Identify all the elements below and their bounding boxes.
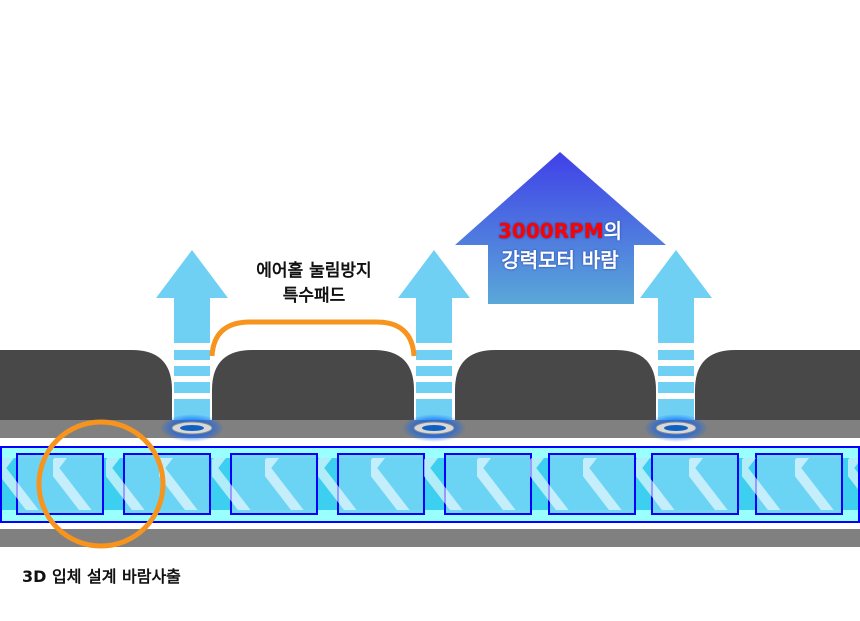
highlight-circle [36, 419, 166, 549]
air-arrow-icon [398, 250, 470, 420]
air-holes [160, 414, 708, 442]
motor-label-line2: 강력모터 바람 [501, 248, 619, 272]
air-arrows [156, 250, 712, 420]
pad [0, 350, 172, 420]
air-channel [0, 446, 860, 523]
motor-label-line1: 3000RPM의 [470, 217, 650, 246]
pad [455, 350, 656, 420]
motor-suffix: 의 [603, 219, 623, 243]
motor-arrow-icon [455, 152, 666, 304]
pad-label-line1: 에어홀 눌림방지 [256, 261, 372, 281]
pad-label-line2: 특수패드 [282, 286, 346, 306]
pad-highlight-arc [209, 319, 417, 357]
air-hole-icon [644, 414, 708, 442]
pad [212, 350, 414, 420]
bottom-label: 3D 입체 설계 바람사출 [22, 567, 181, 586]
pad-label: 에어홀 눌림방지 특수패드 [234, 259, 394, 309]
motor-label: 3000RPM의 강력모터 바람 [470, 217, 650, 275]
flow-chevrons-icon [2, 458, 858, 510]
air-arrow-icon [156, 250, 228, 420]
mattress-pads [0, 350, 860, 420]
pad [695, 350, 860, 420]
bottom-strip [0, 529, 860, 547]
air-hole-icon [402, 414, 466, 442]
motor-rpm: 3000RPM [497, 219, 604, 243]
air-arrow-icon [640, 250, 712, 420]
air-hole-icon [160, 414, 224, 442]
